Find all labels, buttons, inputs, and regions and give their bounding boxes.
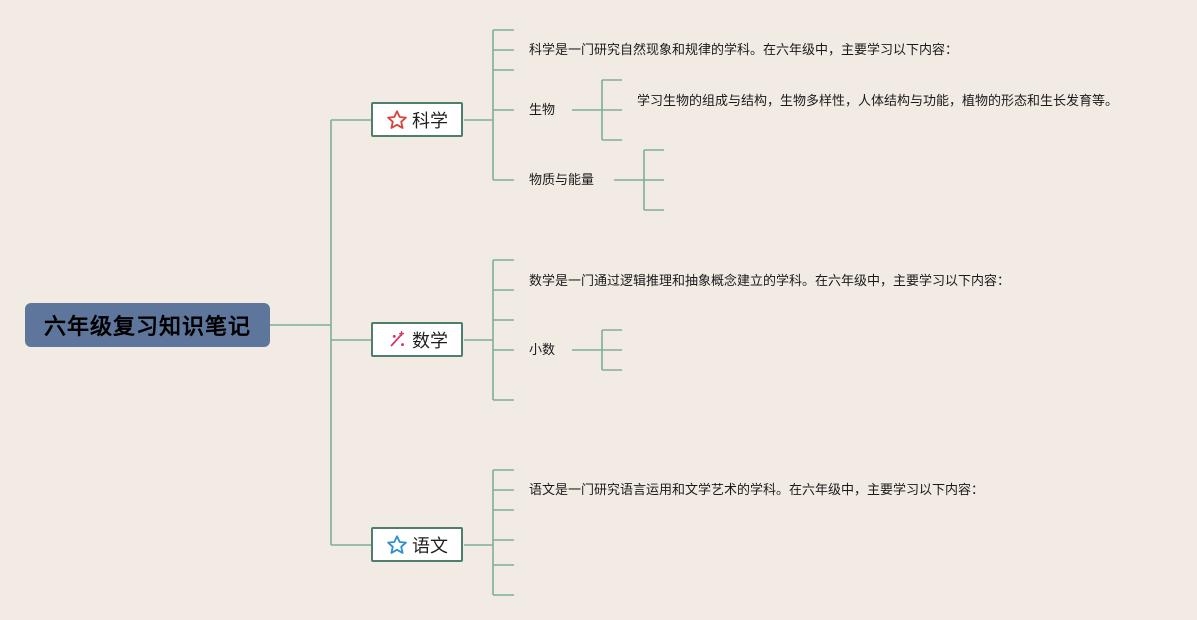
science-intro[interactable]: 科学是一门研究自然现象和规律的学科。在六年级中，主要学习以下内容： [529, 41, 1009, 60]
topic-math[interactable]: 数学 [371, 322, 463, 357]
math-sparkle-icon [386, 329, 408, 351]
biology-detail[interactable]: 学习生物的组成与结构，生物多样性，人体结构与功能，植物的形态和生长发育等。 [637, 92, 1137, 111]
science-biology-node[interactable]: 生物 [529, 101, 556, 120]
root-node[interactable]: 六年级复习知识笔记 [25, 303, 270, 347]
math-intro[interactable]: 数学是一门通过逻辑推理和抽象概念建立的学科。在六年级中，主要学习以下内容： [529, 272, 1029, 291]
math-decimals-node[interactable]: 小数 [529, 341, 556, 360]
topic-label: 数学 [412, 330, 448, 352]
topic-label: 语文 [412, 535, 448, 557]
chinese-intro[interactable]: 语文是一门研究语言运用和文学艺术的学科。在六年级中，主要学习以下内容： [529, 481, 1029, 500]
topic-label: 科学 [412, 110, 448, 132]
red-star-icon [386, 109, 408, 131]
root-label: 六年级复习知识笔记 [43, 315, 251, 340]
topic-chinese[interactable]: 语文 [371, 527, 463, 562]
science-matter-energy-node[interactable]: 物质与能量 [529, 171, 595, 190]
topic-science[interactable]: 科学 [371, 102, 463, 137]
blue-star-icon [386, 534, 408, 556]
